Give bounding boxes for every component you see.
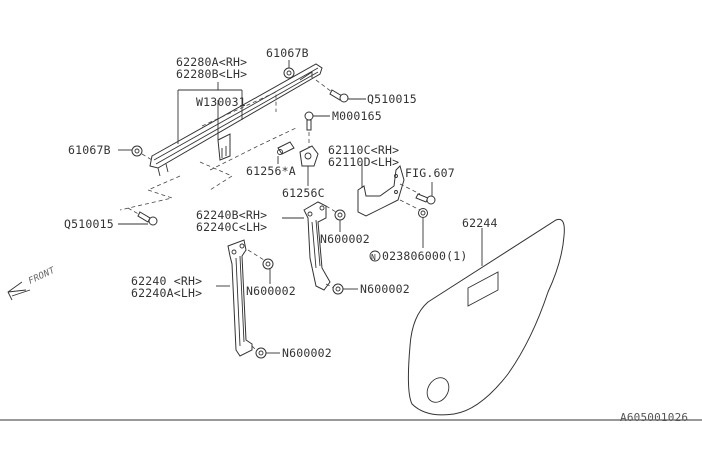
rail-b-part[interactable] — [303, 201, 331, 291]
label-62240c-lh: 62240C<LH> — [196, 220, 267, 234]
label-61067b-left: 61067B — [68, 143, 111, 157]
sealing-cover-part[interactable] — [407, 218, 565, 416]
rail-a-part[interactable] — [227, 239, 253, 357]
clip-left-part[interactable] — [131, 145, 143, 157]
label-62280a-rh: 62280A<RH> — [176, 55, 247, 69]
label-61067b-top: 61067B — [266, 46, 309, 60]
label-n600002-2: N600002 — [360, 282, 410, 296]
clip-top-part[interactable] — [283, 67, 295, 79]
label-62280b-lh: 62280B<LH> — [176, 67, 247, 81]
label-62110d-lh: 62110D<LH> — [328, 155, 399, 169]
front-arrow-icon — [7, 281, 31, 301]
special-nut-marker-letter: N — [371, 253, 376, 262]
label-n600002-4: N600002 — [282, 346, 332, 360]
weatherstrip-part[interactable] — [149, 63, 323, 177]
label-m000165: M000165 — [332, 109, 382, 123]
label-fig-607[interactable]: FIG.607 — [405, 166, 455, 180]
label-q510015-top: Q510015 — [367, 92, 417, 106]
special-nut-marker — [369, 250, 381, 262]
fig607-bolt-part[interactable] — [399, 183, 436, 205]
nut-1-part[interactable] — [325, 205, 346, 221]
nut-3-part[interactable] — [247, 249, 274, 270]
rivet-bracket[interactable] — [217, 133, 231, 161]
bolt-part[interactable] — [304, 111, 314, 131]
cover-hole — [426, 377, 450, 403]
stopper-c-part[interactable] — [299, 145, 319, 167]
weatherstrip-callout — [177, 82, 243, 144]
special-nut-part[interactable] — [399, 199, 428, 218]
label-62240b-rh: 62240B<RH> — [196, 208, 267, 222]
label-q510015-left: Q510015 — [64, 217, 114, 231]
label-62110c-rh: 62110C<RH> — [328, 143, 399, 157]
label-61256-a: 61256*A — [246, 164, 296, 178]
screw-top-part[interactable] — [315, 79, 349, 103]
cover-window — [467, 271, 499, 307]
nut-4-part[interactable] — [251, 345, 267, 359]
label-62244: 62244 — [462, 216, 498, 230]
stopper-a-part[interactable] — [277, 141, 295, 155]
label-023806000: 023806000(1) — [382, 249, 467, 263]
label-w130031: W130031 — [196, 95, 246, 109]
label-61256c: 61256C — [282, 186, 325, 200]
label-62240-rh: 62240 <RH> — [131, 274, 202, 288]
label-62240a-lh: 62240A<LH> — [131, 286, 202, 300]
bracket-part[interactable] — [357, 165, 405, 217]
label-n600002-3: N600002 — [246, 284, 296, 298]
clip-left-dash — [141, 153, 153, 161]
nut-2-part[interactable] — [325, 283, 344, 295]
diagram-id: A605001026 — [620, 411, 688, 424]
screw-left-part[interactable] — [127, 207, 158, 226]
label-n600002-1: N600002 — [320, 232, 370, 246]
front-label: FRONT — [27, 266, 57, 287]
